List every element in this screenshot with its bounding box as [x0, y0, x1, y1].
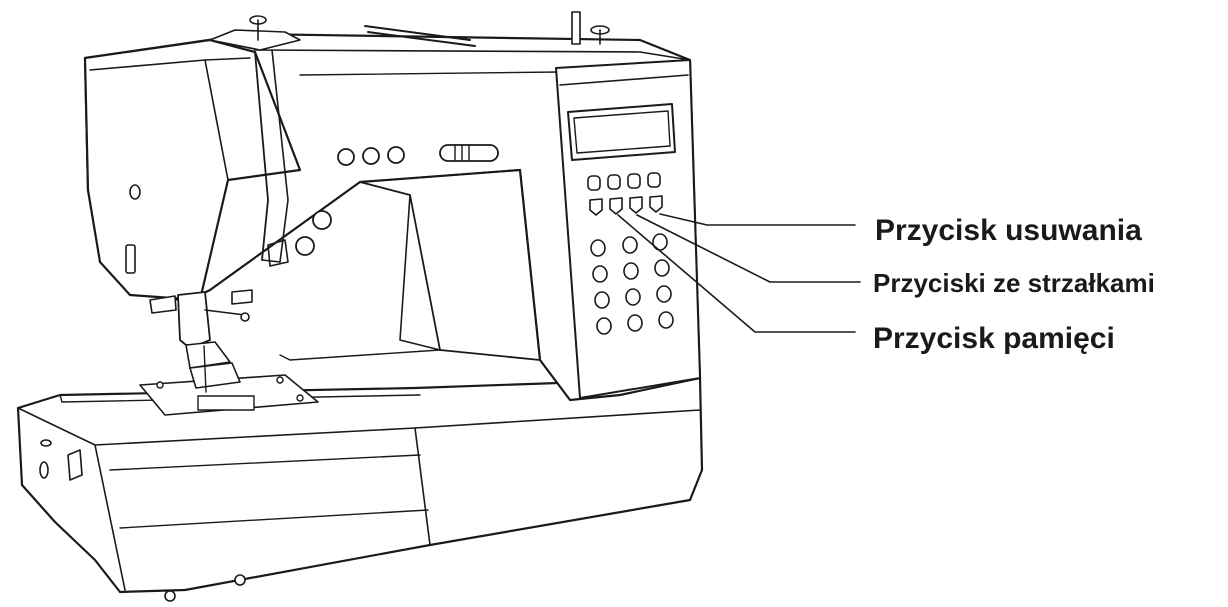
machine-base	[18, 378, 702, 601]
sewing-machine-illustration	[18, 12, 702, 601]
presser-foot-assembly	[150, 290, 252, 392]
label-memory-button: Przycisk pamięci	[873, 322, 1115, 355]
lcd-screen	[568, 104, 675, 160]
callout-labels: Przycisk usuwania Przyciski ze strzałkam…	[873, 214, 1155, 355]
label-delete-button: Przycisk usuwania	[875, 214, 1142, 247]
control-panel	[556, 60, 700, 398]
label-arrow-buttons: Przyciski ze strzałkami	[873, 268, 1155, 298]
